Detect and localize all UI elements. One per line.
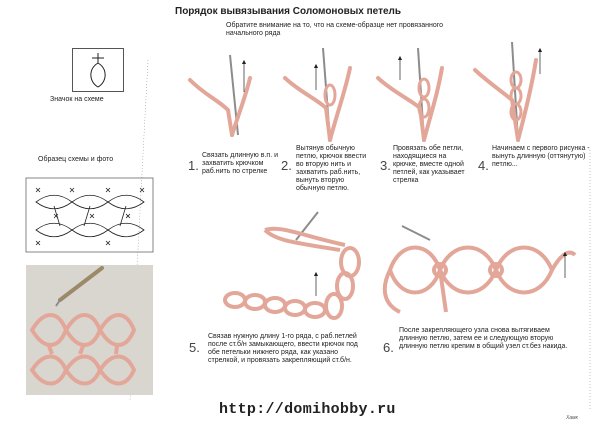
- step-4-illustration: [473, 41, 543, 142]
- step-5-illustration: [223, 211, 361, 320]
- author-signature: Хамк: [566, 415, 578, 421]
- step-2-number: 2.: [281, 158, 292, 173]
- step-3-text: Провязать обе петли, находящиеся на крюч…: [393, 145, 465, 184]
- step-3-number: 3.: [380, 158, 391, 173]
- dotted-separator-left: [129, 59, 149, 401]
- note-text: Обратите внимание на то, что на схеме-об…: [226, 22, 444, 37]
- step-1-text: Связать длинную в.п. и захватить крючком…: [202, 152, 278, 175]
- step-6-illustration: [382, 225, 577, 314]
- sample-label: Образец схемы и фото: [38, 156, 114, 163]
- step-6-text: После закрепляющего узла снова вытягивае…: [399, 327, 568, 350]
- step-4-text: Начинаем с первого рисунка - вынуть длин…: [492, 145, 590, 168]
- site-url: http://domihobby.ru: [219, 401, 396, 418]
- sample-photo: [26, 265, 153, 395]
- step-6-number: 6.: [383, 340, 394, 355]
- step-2-text: Вытянув обычную петлю, крючок ввести во …: [296, 145, 367, 192]
- page-title: Порядок вывязывания Соломоновых петель: [175, 6, 402, 17]
- step-4-number: 4.: [478, 158, 489, 173]
- step-1-illustration: [188, 54, 252, 137]
- step-1-number: 1.: [188, 158, 199, 173]
- symbol-label: Значок на схеме: [50, 96, 104, 103]
- step-3-illustration: [376, 47, 444, 142]
- step-5-text: Связав нужную длину 1-го ряда, с раб.пет…: [208, 333, 358, 364]
- symbol-box: [72, 48, 124, 92]
- sample-diagram: [25, 177, 154, 253]
- step-2-illustration: [283, 47, 352, 142]
- solomon-knot-symbol-icon: [90, 53, 106, 88]
- step-5-number: 5.: [189, 340, 200, 355]
